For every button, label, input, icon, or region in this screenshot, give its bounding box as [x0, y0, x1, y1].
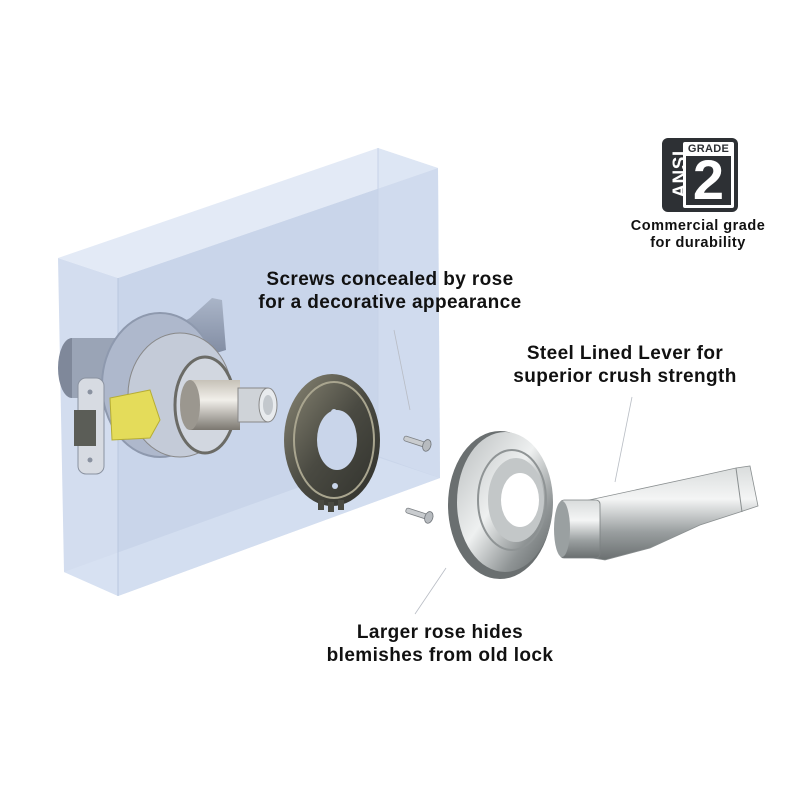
rose	[448, 431, 553, 579]
grade-label: GRADE	[687, 143, 730, 155]
grade-number: 2	[692, 148, 725, 211]
ansi-grade-badge: ANSI GRADE 2	[662, 138, 738, 212]
screws-leader-line	[393, 329, 411, 411]
screws-callout-line1: Screws concealed by rose	[266, 269, 514, 290]
screws	[403, 435, 434, 524]
lever-leader-line	[614, 396, 633, 483]
grade-panel: GRADE 2	[683, 142, 734, 210]
leader-lines	[393, 329, 633, 615]
screws-callout: Screws concealed by rose for a decorativ…	[240, 268, 540, 314]
rose-leader-line	[414, 567, 447, 615]
lever	[554, 465, 759, 561]
rose-callout: Larger rose hides blemishes from old loc…	[305, 621, 575, 667]
mounting-plate	[284, 374, 380, 512]
lever-callout-line2: superior crush strength	[513, 366, 737, 387]
rose-callout-line2: blemishes from old lock	[326, 645, 554, 666]
lock-chassis	[58, 298, 278, 475]
badge-caption: Commercial grade for durability	[612, 218, 784, 252]
badge-caption-line1: Commercial grade	[630, 218, 766, 234]
lever-callout-line1: Steel Lined Lever for	[526, 343, 724, 364]
badge-caption-line2: for durability	[650, 235, 746, 251]
rose-callout-line1: Larger rose hides	[356, 622, 524, 643]
screws-callout-line2: for a decorative appearance	[258, 292, 522, 313]
grade-number-box: 2	[686, 150, 731, 210]
lever-callout: Steel Lined Lever for superior crush str…	[500, 342, 750, 388]
